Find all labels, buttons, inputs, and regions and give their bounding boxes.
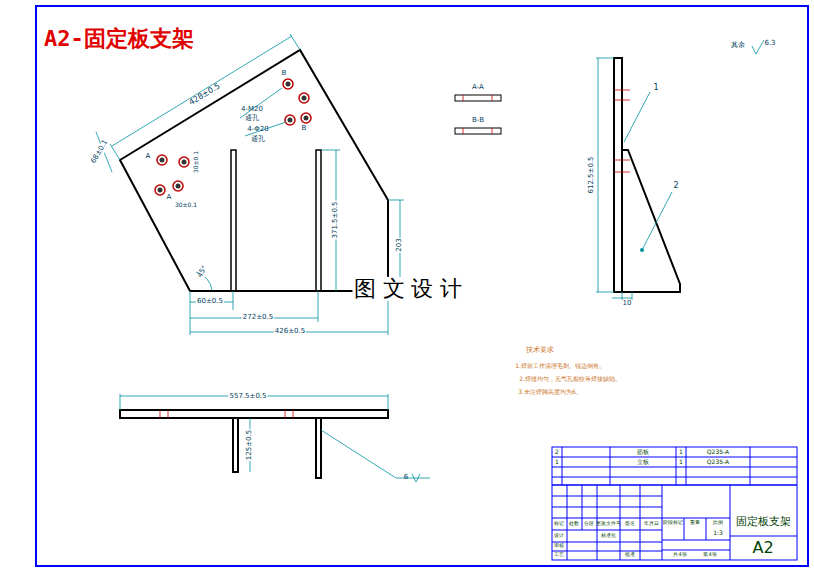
dimension: 30±0.1 [174, 202, 198, 209]
hole-note: 4-Φ20 [246, 126, 269, 134]
table-cell: 工艺 [553, 552, 565, 558]
note-line: 3.未注焊脚高度均为6。 [517, 389, 583, 396]
hole-mark: B [301, 125, 308, 133]
drawing-name: 固定板支架 [735, 516, 792, 528]
dimension: 203 [396, 237, 404, 252]
dimension: 60±0.5 [196, 298, 224, 306]
table-cell: 1:3 [712, 530, 724, 537]
table-cell: 筋板 [636, 449, 650, 456]
table-cell: 更改文件号 [595, 521, 622, 527]
roughness-note: 其余 [730, 42, 746, 50]
dimension: 68±0.1 [90, 138, 111, 166]
hole-note: 通孔 [250, 136, 266, 144]
table-cell: 共4张 [672, 552, 687, 558]
section-label: B-B [471, 117, 485, 125]
section-label: A-A [471, 84, 485, 92]
table-cell: 设计 [553, 533, 565, 539]
callout-number: 1 [652, 84, 659, 93]
table-cell: 第4张 [702, 552, 717, 558]
sheet-title: A2-固定板支架 [44, 24, 194, 54]
dimension: 428±0.5 [187, 82, 223, 108]
table-cell: 1 [554, 459, 560, 466]
dimension: 10 [622, 300, 633, 308]
table-cell: 标记 [553, 521, 565, 527]
table-cell: 批准 [624, 552, 636, 558]
note-line: 1.焊前工作清理毛刺。锐边倒角。 [514, 363, 606, 370]
table-cell: Q235-A [706, 459, 730, 466]
hole-note: 通孔 [244, 115, 260, 123]
hole-mark: B [281, 70, 288, 78]
callout-number: 2 [672, 182, 679, 191]
table-cell: 1 [678, 449, 684, 456]
weld-size: 6 [403, 474, 409, 482]
table-cell: 2 [554, 449, 560, 456]
angle-dimension: 45° [196, 264, 210, 280]
hole-mark: A [145, 153, 152, 161]
drawing-number: A2 [751, 539, 774, 557]
table-cell: Q235-A [706, 449, 730, 456]
table-cell: 标准化 [600, 533, 617, 539]
dimension: 371.5±0.5 [332, 200, 340, 239]
table-cell: 1 [678, 459, 684, 466]
watermark: 图 文 设 计 [353, 277, 464, 301]
table-cell: 重量 [689, 520, 701, 526]
hole-mark: A [166, 194, 173, 202]
table-cell: 审核 [553, 543, 565, 549]
table-cell: 分区 [583, 521, 595, 527]
table-cell: 签名 [624, 521, 636, 527]
table-cell: 阶段标记 [662, 520, 684, 526]
table-cell: 立板 [636, 459, 650, 466]
roughness-value: 6.3 [763, 40, 776, 48]
dimension: 612.5±0.5 [588, 155, 596, 194]
dimension: 426±0.5 [274, 328, 306, 336]
dimension: 557.5±0.5 [228, 393, 267, 401]
table-cell: 比例 [712, 520, 724, 526]
table-cell: 年月日 [643, 521, 660, 527]
note-line: 2.焊缝均匀，无气孔裂纹等焊接缺陷。 [518, 376, 622, 383]
notes-heading: 技术要求 [525, 347, 555, 355]
dimension: 30±0.1 [193, 150, 200, 174]
dimension: 125±0.5 [246, 429, 254, 461]
hole-note: 4-M20 [240, 106, 264, 114]
dimension: 272±0.5 [242, 314, 274, 322]
table-cell: 处数 [568, 521, 580, 527]
